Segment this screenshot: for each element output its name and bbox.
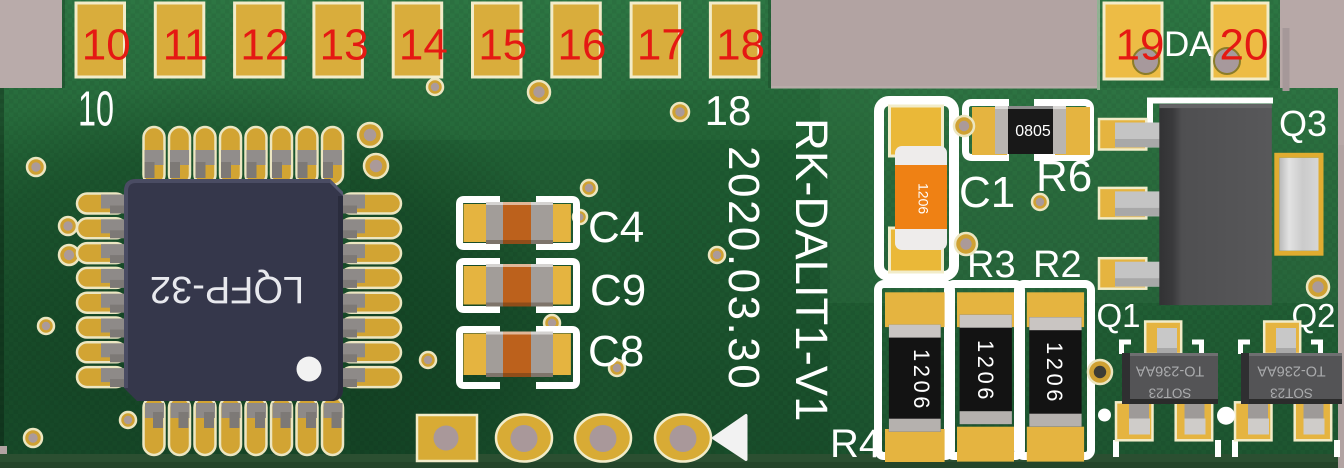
svg-text:RK-DALIT1-V1: RK-DALIT1-V1 xyxy=(786,118,837,421)
svg-text:LQFP-32: LQFP-32 xyxy=(150,268,304,310)
svg-text:2020.03.30: 2020.03.30 xyxy=(719,146,768,391)
svg-text:14: 14 xyxy=(399,21,448,70)
svg-text:10: 10 xyxy=(78,83,114,137)
svg-text:1206: 1206 xyxy=(1042,342,1067,405)
svg-text:Q1: Q1 xyxy=(1097,297,1141,334)
svg-text:15: 15 xyxy=(478,21,527,70)
svg-text:C4: C4 xyxy=(588,203,644,252)
svg-text:18: 18 xyxy=(716,21,765,70)
svg-text:1206: 1206 xyxy=(909,349,934,412)
svg-text:Q3: Q3 xyxy=(1279,103,1327,144)
svg-text:1206: 1206 xyxy=(916,183,932,214)
svg-text:10: 10 xyxy=(82,21,131,70)
svg-text:DA: DA xyxy=(1164,25,1213,64)
svg-text:R2: R2 xyxy=(1033,244,1082,286)
svg-text:20: 20 xyxy=(1220,21,1269,70)
svg-text:17: 17 xyxy=(637,21,686,70)
svg-text:0805: 0805 xyxy=(1015,123,1051,140)
svg-text:R4: R4 xyxy=(830,422,881,466)
svg-text:C9: C9 xyxy=(590,266,646,315)
svg-text:SOT23: SOT23 xyxy=(1149,385,1192,400)
svg-text:12: 12 xyxy=(240,21,289,70)
svg-text:C1: C1 xyxy=(959,168,1015,217)
svg-text:C8: C8 xyxy=(588,327,644,376)
svg-text:11: 11 xyxy=(163,21,209,70)
svg-text:TO-236AA: TO-236AA xyxy=(1136,363,1205,379)
svg-text:SOT23: SOT23 xyxy=(1270,385,1313,400)
svg-text:13: 13 xyxy=(320,21,369,70)
svg-text:16: 16 xyxy=(558,21,607,70)
svg-text:1206: 1206 xyxy=(973,340,998,403)
svg-text:TO-236AA: TO-236AA xyxy=(1257,363,1326,379)
svg-text:18: 18 xyxy=(705,87,752,134)
svg-text:19: 19 xyxy=(1116,21,1165,70)
